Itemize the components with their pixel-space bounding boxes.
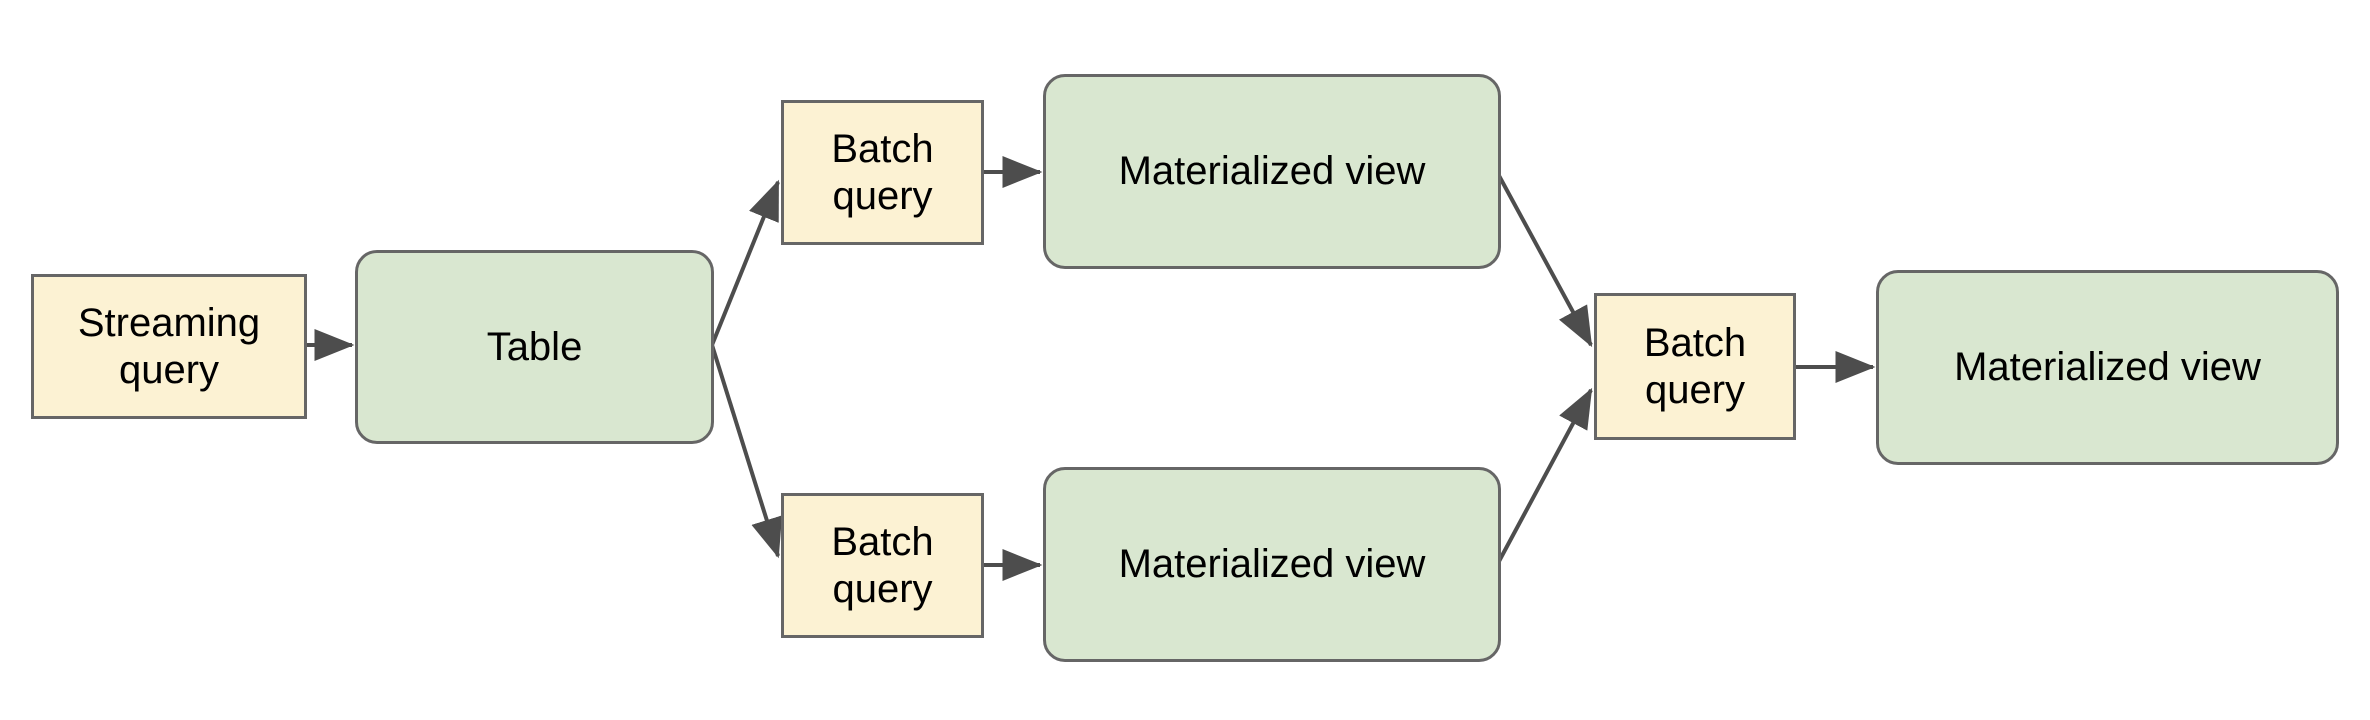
node-materialized-view-top[interactable]: Materialized view (1043, 74, 1501, 269)
node-materialized-view-bottom[interactable]: Materialized view (1043, 467, 1501, 662)
node-streaming-query[interactable]: Streaming query (31, 274, 307, 419)
node-batch-query-bottom[interactable]: Batch query (781, 493, 984, 638)
node-batch-query-top-label: Batch query (831, 126, 934, 218)
edge-mv-top-to-batch-query-join (1495, 171, 1593, 348)
node-batch-query-join[interactable]: Batch query (1594, 293, 1796, 440)
node-streaming-query-label: Streaming query (77, 300, 261, 392)
node-materialized-view-top-label: Materialized view (1118, 149, 1426, 194)
edge-mv-bottom-to-batch-query-join (1495, 387, 1593, 566)
edge-table-to-batch-query-top (710, 179, 780, 346)
node-table[interactable]: Table (355, 250, 714, 444)
node-batch-query-top[interactable]: Batch query (781, 100, 984, 245)
node-batch-query-join-label: Batch query (1643, 320, 1747, 412)
node-batch-query-bottom-label: Batch query (831, 519, 934, 611)
node-table-label: Table (486, 324, 583, 369)
node-materialized-view-bottom-label: Materialized view (1118, 542, 1426, 587)
node-materialized-view-final-label: Materialized view (1954, 345, 2261, 390)
edge-table-to-batch-query-bottom (710, 344, 783, 559)
node-materialized-view-final[interactable]: Materialized view (1876, 270, 2339, 465)
